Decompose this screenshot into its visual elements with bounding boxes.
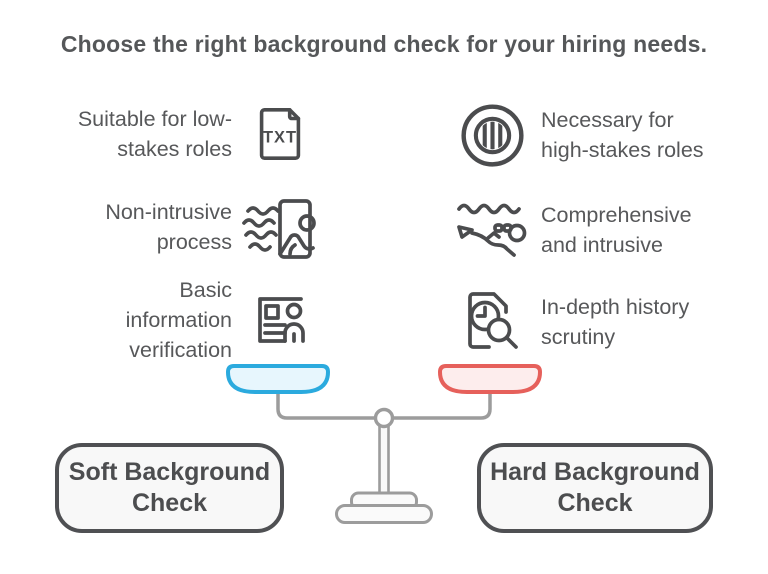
feature-text-basic-info: Basic information verification [2, 275, 232, 365]
feature-text-suitable: Suitable for low- stakes roles [2, 104, 232, 164]
scale-beam-left [276, 390, 386, 420]
feature-text-comprehensive: Comprehensive and intrusive [541, 200, 761, 260]
feature-line: information [125, 308, 232, 332]
feature-line: and intrusive [541, 233, 663, 257]
label-line: Soft Background [68, 458, 271, 486]
label-line: Check [131, 489, 208, 517]
feature-line: Non-intrusive [105, 200, 232, 224]
scale-right-pan [437, 364, 543, 394]
feature-line: verification [129, 338, 232, 362]
id-card-person-icon [258, 297, 305, 343]
scale-base-lower [335, 504, 433, 524]
soft-check-label: Soft Background Check [55, 443, 284, 533]
feature-line: high-stakes roles [541, 138, 704, 162]
feature-line: Necessary for [541, 108, 674, 132]
scale-left-pan [225, 364, 331, 394]
feature-line: process [156, 230, 232, 254]
feature-line: In-depth history [541, 295, 690, 319]
feature-text-necessary: Necessary for high-stakes roles [541, 105, 761, 165]
feature-line: scrutiny [541, 325, 616, 349]
feature-line: stakes roles [117, 137, 232, 161]
porthole-coin-icon [461, 104, 524, 167]
hand-wave-card-icon [242, 199, 316, 259]
feature-text-in-depth: In-depth history scrutiny [541, 292, 761, 352]
svg-text:TXT: TXT [263, 129, 297, 147]
txt-file-icon: TXT [259, 107, 301, 161]
feature-line: Suitable for low- [77, 107, 232, 131]
label-line: Check [557, 489, 633, 517]
feature-line: Comprehensive [541, 203, 692, 227]
scale-base-upper [350, 491, 418, 511]
feature-text-non-intrusive: Non-intrusive process [2, 197, 232, 257]
deep-dive-swimmer-icon [457, 203, 527, 257]
hard-check-label: Hard Background Check [477, 443, 713, 533]
label-line: Hard Background [490, 458, 700, 486]
scale-post [378, 420, 390, 500]
feature-line: Basic [179, 278, 232, 302]
page-title: Choose the right background check for yo… [60, 31, 708, 57]
document-clock-magnifier-icon [468, 292, 518, 349]
scale-beam-right [382, 390, 492, 420]
scale-pivot [373, 407, 395, 429]
